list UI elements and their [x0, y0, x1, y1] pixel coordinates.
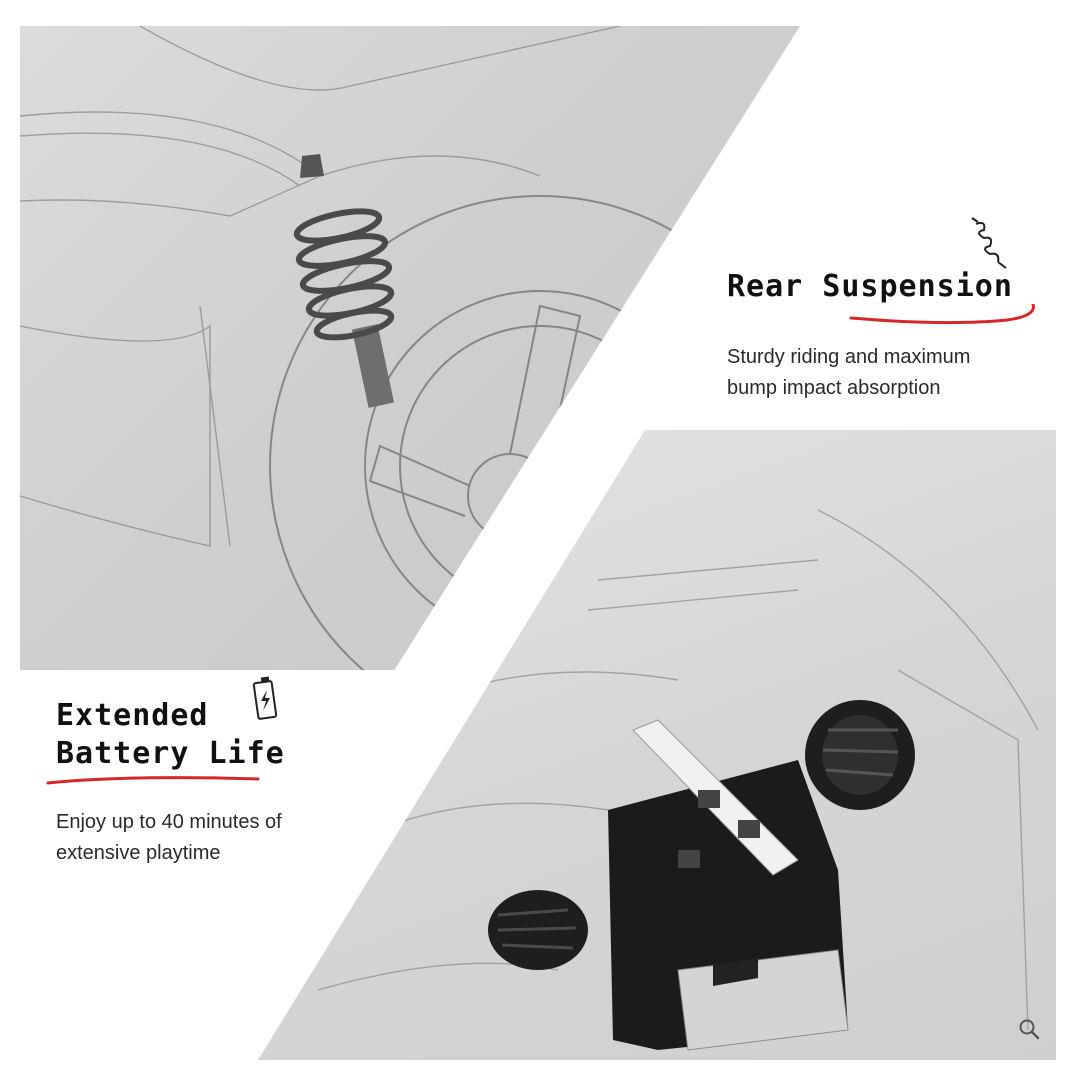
rear-suspension-desc-line1: Sturdy riding and maximum	[727, 346, 971, 368]
rear-suspension-title: Rear Suspension	[727, 269, 1013, 304]
motor-left-drawing	[488, 890, 588, 970]
title-underline	[46, 776, 260, 785]
rear-suspension-caption: Rear Suspension Sturdy riding and maximu…	[727, 268, 1047, 404]
motor-right-drawing	[805, 700, 915, 810]
battery-illustration	[317, 509, 1039, 1051]
battery-title-line1: Extended	[56, 698, 209, 733]
title-underline	[849, 304, 1035, 325]
battery-caption: Extended Battery Life Enjoy up to 40 min…	[46, 697, 376, 869]
battery-icon	[252, 676, 278, 720]
battery-desc-line1: Enjoy up to 40 minutes of	[56, 811, 282, 833]
rear-suspension-desc-line2: bump impact absorption	[727, 377, 941, 399]
battery-pack-drawing	[608, 719, 849, 1051]
zoom-button[interactable]	[1013, 1013, 1045, 1045]
battery-desc-line2: extensive playtime	[56, 842, 221, 864]
battery-title-line2: Battery Life	[56, 736, 285, 771]
shock-absorber-drawing	[293, 154, 395, 408]
spring-icon	[971, 217, 1007, 269]
magnifier-icon	[1019, 1019, 1040, 1040]
